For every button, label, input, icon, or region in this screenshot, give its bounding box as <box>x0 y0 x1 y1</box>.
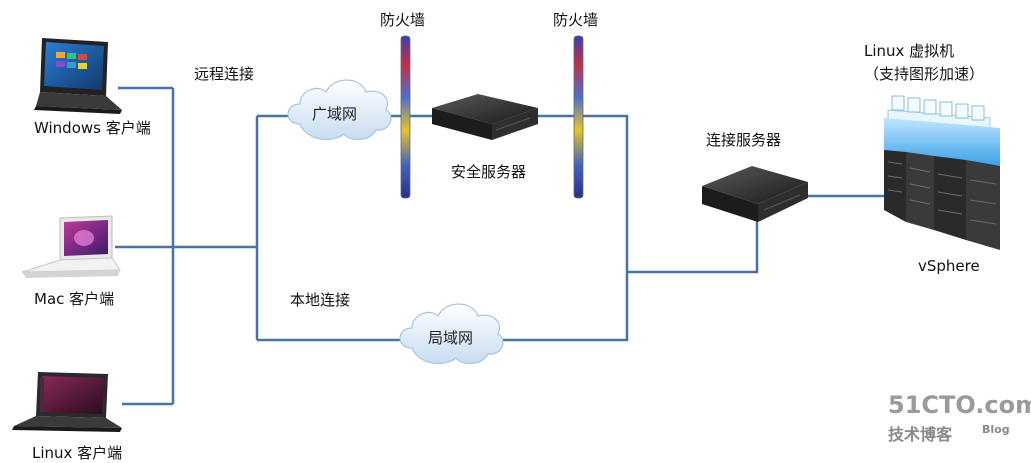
connection-server-icon <box>702 166 808 222</box>
firewall-1-icon <box>400 35 411 199</box>
security-server-label: 安全服务器 <box>451 163 526 181</box>
watermark-blog: Blog <box>982 423 1010 436</box>
watermark-sub: 技术博客 <box>888 425 953 444</box>
security-to-firewall-line <box>538 114 629 272</box>
graphics-acceleration-label: （支持图形加速） <box>864 65 984 83</box>
merge-line <box>627 220 759 274</box>
lan-label: 局域网 <box>428 329 473 347</box>
vm-tiles-icon <box>887 95 991 129</box>
mac-laptop-icon <box>21 215 121 278</box>
connection-lines <box>115 86 884 406</box>
security-server-icon <box>432 94 538 140</box>
vsphere-label: vSphere <box>918 257 980 275</box>
lan-to-server-line <box>502 272 629 342</box>
lan-cloud-icon <box>399 303 504 365</box>
firewall-2-icon <box>573 35 584 199</box>
local-connection-label: 本地连接 <box>290 291 350 309</box>
mac-client-label: Mac 客户端 <box>34 290 114 308</box>
wan-label: 广域网 <box>312 105 357 123</box>
firewall-1-label: 防火墙 <box>380 11 425 29</box>
linux-client-label: Linux 客户端 <box>32 444 122 462</box>
windows-laptop-icon <box>34 38 122 114</box>
firewall-2-label: 防火墙 <box>553 11 598 29</box>
remote-connection-label: 远程连接 <box>194 65 254 83</box>
vsphere-rack-icon <box>884 95 1000 250</box>
linux-laptop-icon <box>12 372 122 432</box>
connection-server-label: 连接服务器 <box>706 131 781 149</box>
linux-vm-label: Linux 虚拟机 <box>864 42 954 60</box>
windows-client-label: Windows 客户端 <box>34 119 151 137</box>
watermark-site: 51CTO.com <box>888 391 1031 419</box>
wan-cloud-icon <box>287 79 392 141</box>
site-watermark-logo: 51CTO.com 技术博客 Blog <box>888 391 1031 444</box>
